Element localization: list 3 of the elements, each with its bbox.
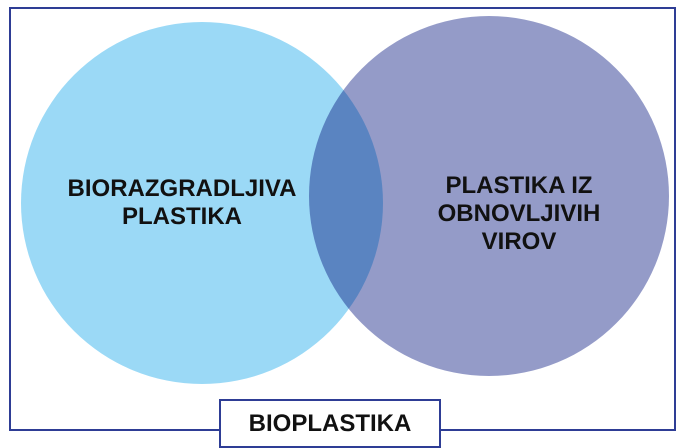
circle-label: PLASTIKA IZ OBNOVLJIVIH VIROV bbox=[436, 172, 602, 256]
circle-label: BIORAZGRADLJIVA PLASTIKA bbox=[66, 175, 298, 231]
frame-label: BIOPLASTIKA bbox=[219, 399, 441, 448]
